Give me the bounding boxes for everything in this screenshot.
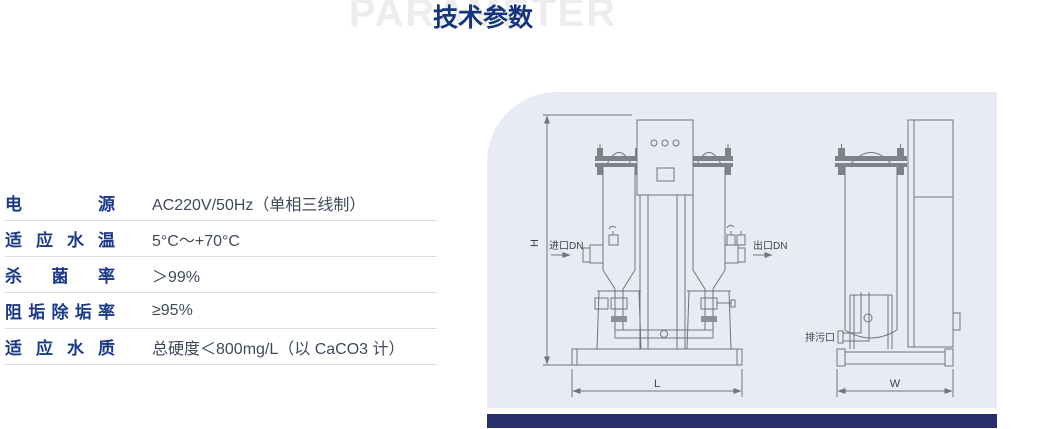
page-title: 技术参数 — [432, 4, 534, 32]
left-tank — [595, 144, 643, 298]
equipment-technical-drawing: H — [529, 114, 961, 397]
control-box — [636, 119, 694, 349]
table-row-power: 电源 AC220V/50Hz（单相三线制） — [5, 185, 437, 221]
spec-label: 阻垢除垢率 — [5, 303, 115, 322]
length-dimension: L — [571, 369, 743, 397]
inlet-label: 进口DN — [549, 240, 583, 252]
side-base — [836, 348, 954, 367]
height-dim-label: H — [529, 239, 541, 247]
side-view: 排污口 W — [805, 119, 961, 397]
table-row-water-temp: 适应水温 5°C～+70°C — [5, 221, 437, 257]
spec-label: 适应水温 — [5, 231, 115, 250]
outlet-label: 出口DN — [753, 239, 787, 252]
height-dimension: H — [529, 114, 632, 366]
spec-value: 5°C～+70°C — [152, 232, 240, 250]
table-row-water-quality: 适应水质 总硬度＜800mg/L（以 CaCO3 计） — [5, 329, 437, 365]
header-watermark-text: PARAMETER — [348, 0, 618, 35]
table-row-antiscale-rate: 阻垢除垢率 ≥95% — [5, 293, 437, 329]
inlet-assembly: 进口DN — [549, 225, 619, 264]
front-view: H — [529, 114, 787, 397]
spec-label: 电源 — [5, 195, 115, 214]
spec-value: AC220V/50Hz（单相三线制） — [152, 196, 366, 214]
side-stand — [849, 294, 893, 349]
outlet-assembly: 出口DN — [724, 224, 787, 264]
bottom-piping — [594, 297, 736, 339]
spec-label: 杀菌率 — [5, 267, 115, 286]
drain-label: 排污口 — [805, 331, 835, 344]
length-dim-label: L — [654, 378, 660, 390]
spec-table: 电源 AC220V/50Hz（单相三线制） 适应水温 5°C～+70°C 杀菌率… — [5, 185, 437, 365]
diagram-panel: H — [487, 92, 997, 408]
drain-assembly: 排污口 — [805, 292, 870, 344]
width-dimension: W — [836, 369, 954, 397]
spec-value: ≥95% — [152, 301, 193, 319]
width-dim-label: W — [890, 378, 901, 390]
bottom-accent-bar — [487, 414, 997, 428]
spec-value: ＞99% — [152, 268, 201, 286]
spec-value: 总硬度＜800mg/L（以 CaCO3 计） — [152, 340, 405, 358]
spec-label: 适应水质 — [5, 339, 115, 358]
section-header: PARAMETER 技术参数 — [0, 0, 1039, 60]
side-tank — [835, 144, 907, 339]
front-base — [571, 348, 743, 366]
side-panel — [907, 119, 961, 348]
table-row-sterilization-rate: 杀菌率 ＞99% — [5, 257, 437, 293]
